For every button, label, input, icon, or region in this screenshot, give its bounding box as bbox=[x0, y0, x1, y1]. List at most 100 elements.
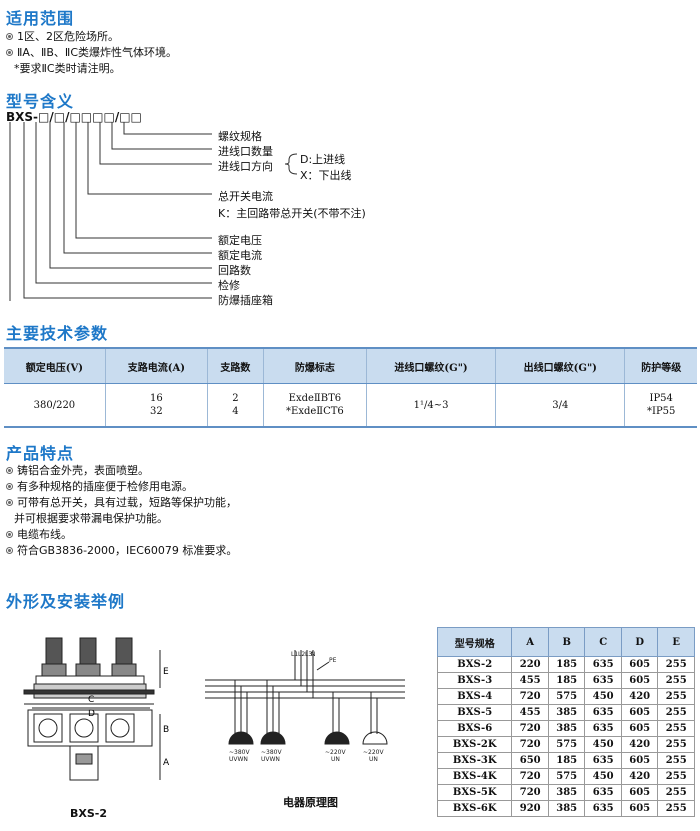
table-cell: 450 bbox=[584, 736, 622, 753]
table-cell: 255 bbox=[657, 720, 695, 737]
table-cell: 385 bbox=[547, 800, 586, 817]
table-cell: 420 bbox=[620, 768, 659, 785]
table-cell: 635 bbox=[584, 672, 622, 689]
table-cell: 635 bbox=[584, 704, 622, 721]
table-cell: 635 bbox=[584, 752, 622, 769]
dim-header: B bbox=[547, 627, 586, 657]
table-cell: BXS-5 bbox=[436, 704, 513, 721]
dim-header: C bbox=[584, 627, 622, 657]
feature-line: 有多种规格的插座便于检修用电源。 bbox=[4, 480, 193, 494]
table-cell: BXS-5K bbox=[436, 784, 513, 801]
dim-header: D bbox=[620, 627, 659, 657]
section-title-install: 外形及安装举例 bbox=[6, 592, 126, 611]
label-current: 额定电流 bbox=[218, 249, 262, 262]
table-cell: 385 bbox=[547, 784, 586, 801]
schematic-drawing: L1 L2 L3 N PE ~380V UVWN ~380V UVWN ~220… bbox=[205, 650, 405, 763]
table-cell: 255 bbox=[657, 768, 695, 785]
scope-note: *要求ⅡC类时请注明。 bbox=[14, 62, 121, 75]
table-cell: 920 bbox=[511, 800, 549, 817]
model-bracket-lines bbox=[9, 122, 212, 301]
spec-header: 进线口螺纹(G") bbox=[365, 347, 496, 384]
bullet-icon bbox=[6, 33, 13, 40]
table-cell: 605 bbox=[620, 800, 659, 817]
spec-cell-mark: ExdeⅡBT6*ExdeⅡCT6 bbox=[262, 383, 367, 428]
bus-label: L3 bbox=[305, 651, 312, 658]
table-cell: 185 bbox=[547, 656, 586, 673]
table-cell: 255 bbox=[657, 704, 695, 721]
table-cell: 605 bbox=[620, 704, 659, 721]
spec-header: 额定电压(V) bbox=[4, 347, 106, 384]
table-cell: 185 bbox=[547, 752, 586, 769]
label-circuits: 回路数 bbox=[218, 264, 251, 277]
spec-header: 支路电流(A) bbox=[104, 347, 208, 384]
bus-label: N bbox=[311, 651, 316, 658]
label-main-switch: 总开关电流 bbox=[218, 190, 273, 203]
table-cell: 255 bbox=[657, 656, 695, 673]
label-box: 防爆插座箱 bbox=[218, 294, 273, 307]
dim-c-label: C bbox=[88, 695, 94, 705]
feature-line: 铸铝合金外壳，表面喷塑。 bbox=[4, 464, 149, 478]
table-cell: 635 bbox=[584, 784, 622, 801]
table-cell: 575 bbox=[547, 768, 586, 785]
label-dir-d: D:上进线 bbox=[300, 153, 346, 166]
feature-line: 可带有总开关，具有过载，短路等保护功能， bbox=[4, 496, 237, 510]
table-cell: 605 bbox=[620, 656, 659, 673]
model-code: BXS-□/□/□□□□/□□ bbox=[6, 110, 142, 124]
dim-header: A bbox=[511, 627, 549, 657]
table-cell: 220 bbox=[511, 656, 549, 673]
drawing-caption-bxs2: BXS-2 bbox=[70, 807, 108, 820]
spec-table: 额定电压(V) 支路电流(A) 支路数 防爆标志 进线口螺纹(G") 出线口螺纹… bbox=[4, 347, 697, 428]
feature-line: 电缆布线。 bbox=[4, 528, 72, 542]
spec-cell-outlet: 3/4 bbox=[495, 383, 625, 428]
scope-line: 1区、2区危险场所。 bbox=[4, 30, 119, 44]
table-cell: 420 bbox=[620, 688, 659, 705]
socket-phase: UN bbox=[331, 756, 340, 763]
spec-cell-voltage: 380/220 bbox=[4, 383, 106, 428]
socket-voltage: ~220V bbox=[363, 749, 384, 756]
table-cell: 255 bbox=[657, 736, 695, 753]
table-cell: 635 bbox=[584, 656, 622, 673]
table-cell: 185 bbox=[547, 672, 586, 689]
table-cell: 385 bbox=[547, 720, 586, 737]
spec-cell-inlet: 1¹/4~3 bbox=[365, 383, 496, 428]
label-dir-x: X：下出线 bbox=[300, 169, 352, 182]
table-cell: 605 bbox=[620, 672, 659, 689]
label-count: 进线口数量 bbox=[218, 145, 273, 158]
dim-b-label: B bbox=[163, 725, 169, 735]
socket-voltage: ~380V bbox=[229, 749, 250, 756]
label-main-k: K：主回路带总开关(不带不注) bbox=[218, 207, 366, 220]
drawing-caption-schematic: 电器原理图 bbox=[283, 796, 338, 809]
bullet-icon bbox=[6, 531, 13, 538]
bullet-icon bbox=[6, 547, 13, 554]
bus-label: PE bbox=[329, 657, 337, 664]
table-cell: 385 bbox=[547, 704, 586, 721]
table-cell: 720 bbox=[511, 688, 549, 705]
table-cell: 635 bbox=[584, 720, 622, 737]
table-cell: 255 bbox=[657, 688, 695, 705]
dim-e-label: E bbox=[163, 667, 169, 677]
scope-line: ⅡA、ⅡB、ⅡC类爆炸性气体环境。 bbox=[4, 46, 177, 60]
label-direction: 进线口方向 bbox=[218, 160, 273, 173]
table-cell: 720 bbox=[511, 784, 549, 801]
table-cell: BXS-2 bbox=[436, 656, 513, 673]
table-cell: 255 bbox=[657, 752, 695, 769]
table-cell: 575 bbox=[547, 736, 586, 753]
label-service: 检修 bbox=[218, 279, 240, 292]
dim-header: 型号规格 bbox=[436, 627, 513, 657]
dim-header: E bbox=[657, 627, 695, 657]
socket-phase: UVWN bbox=[261, 756, 280, 763]
spec-header: 防护等级 bbox=[624, 347, 697, 384]
dim-header-row: 型号规格 A B C D E bbox=[436, 627, 695, 657]
bullet-icon bbox=[6, 467, 13, 474]
table-cell: BXS-4K bbox=[436, 768, 513, 785]
socket-phase: UVWN bbox=[229, 756, 248, 763]
table-cell: 650 bbox=[511, 752, 549, 769]
